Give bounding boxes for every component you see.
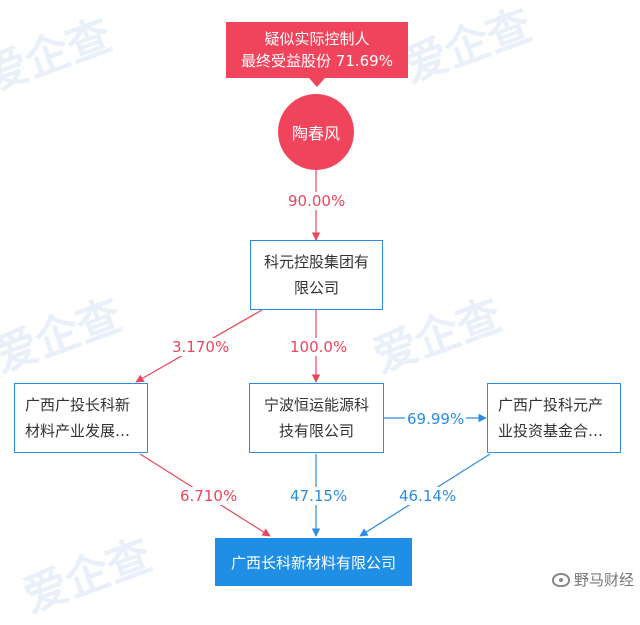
person-name: 陶春风 (291, 124, 340, 143)
controller-line-1: 疑似实际控制人 (264, 30, 370, 48)
node-label-line-2: 限公司 (293, 279, 339, 297)
controller-label-pointer (309, 78, 325, 87)
node-label-line-2: 业投资基金合… (498, 422, 604, 440)
pct-ningbo-to-target: 47.15% (288, 487, 350, 505)
node-gx-kexin-fund[interactable]: 广西广投科元产 业投资基金合… (487, 383, 621, 453)
weibo-icon (551, 572, 570, 587)
pct-gx-dev-to-target: 6.710% (178, 487, 240, 505)
node-kexin-holding-group[interactable]: 科元控股集团有 限公司 (250, 240, 383, 310)
pct-ningbo-to-fund: 69.99% (405, 410, 467, 428)
node-label-line-1: 广西广投长科新 (25, 396, 131, 414)
node-label-line-2: 技有限公司 (278, 422, 354, 440)
pct-group-to-ningbo: 100.0% (288, 338, 350, 356)
node-gx-new-material-dev[interactable]: 广西广投长科新 材料产业发展… (14, 383, 148, 453)
person-node[interactable]: 陶春风 (278, 94, 354, 170)
pct-person-to-group: 90.00% (286, 192, 348, 210)
pct-fund-to-target: 46.14% (397, 487, 459, 505)
actual-controller-label: 疑似实际控制人 最终受益股份 71.69% (226, 22, 408, 78)
node-label-line-1: 宁波恒运能源科 (263, 396, 369, 414)
node-label-line-1: 科元控股集团有 (263, 253, 369, 271)
source-credit: 野马财经 (551, 569, 634, 590)
node-label-line-1: 广西广投科元产 (498, 396, 604, 414)
pct-group-to-gx-dev: 3.170% (170, 338, 232, 356)
node-ningbo-hengyun-energy[interactable]: 宁波恒运能源科 技有限公司 (249, 383, 384, 453)
node-label-line-2: 材料产业发展… (25, 422, 131, 440)
node-target-company[interactable]: 广西长科新材料有限公司 (215, 538, 412, 586)
target-name: 广西长科新材料有限公司 (230, 553, 396, 572)
source-name: 野马财经 (573, 571, 634, 589)
controller-line-2: 最终受益股份 71.69% (241, 52, 393, 70)
